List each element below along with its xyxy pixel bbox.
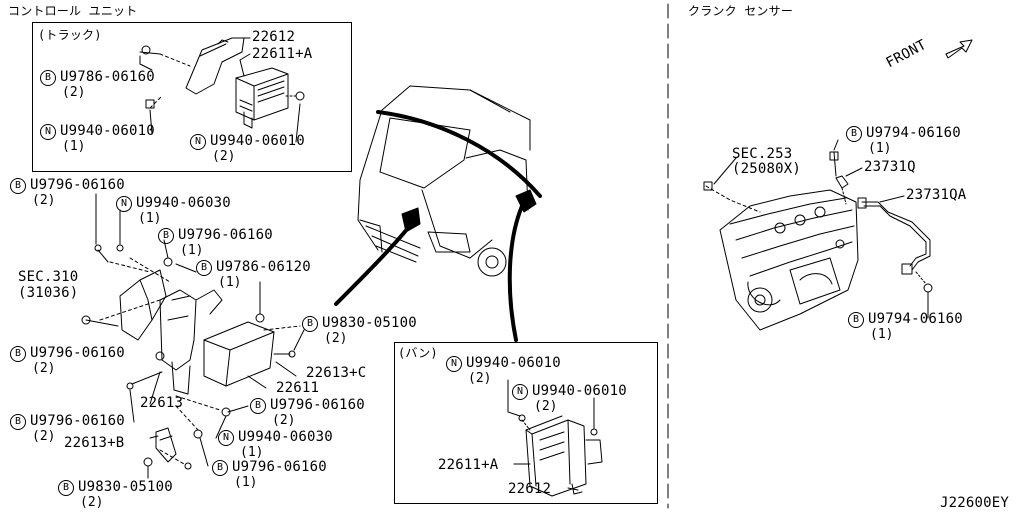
leader-curve-top: [376, 110, 542, 198]
qty-u9794-06160-b: (1): [870, 327, 894, 342]
nut-symbol: N: [218, 430, 234, 446]
part-u9940-06030-b: U9940-06030: [238, 429, 333, 445]
leader-curve-left: [334, 226, 410, 306]
bolt-symbol: B: [250, 398, 266, 414]
part-u9940-06030-a: U9940-06030: [136, 195, 231, 211]
diagram-id: J22600EY: [940, 495, 1010, 511]
bolt-symbol: B: [10, 414, 26, 430]
part-u9786-06120: U9786-06120: [216, 259, 311, 275]
part-22611a-truck: 22611+A: [252, 46, 313, 62]
subsection-truck: (トラック): [38, 28, 102, 42]
part-u9796-06160-a: U9796-06160: [30, 177, 125, 193]
nut-symbol: N: [512, 384, 528, 400]
part-22613b: 22613+B: [64, 435, 125, 451]
qty-u9796-06160-e: (2): [32, 429, 56, 444]
part-u9940-06010-van-b: U9940-06010: [532, 383, 627, 399]
bolt-symbol: B: [848, 312, 864, 328]
part-sec310-sub: (31036): [18, 285, 79, 301]
nut-symbol: N: [446, 356, 462, 372]
qty-u9940-06010-truck-a: (1): [62, 139, 86, 154]
qty-u9796-06160-b: (1): [180, 243, 204, 258]
part-sec253: SEC.253: [732, 146, 793, 162]
part-u9796-06160-b: U9796-06160: [178, 227, 273, 243]
qty-u9830-05100-a: (2): [324, 331, 348, 346]
nut-symbol: N: [40, 124, 56, 140]
front-arrow: [945, 39, 973, 59]
part-u9830-05100-a: U9830-05100: [322, 315, 417, 331]
part-u9830-05100-b: U9830-05100: [78, 479, 173, 495]
nut-symbol: N: [116, 196, 132, 212]
subsection-van: (バン): [398, 346, 438, 360]
qty-u9796-06160-f: (1): [234, 475, 258, 490]
bolt-symbol: B: [158, 228, 174, 244]
part-22613: 22613: [140, 395, 184, 411]
truck-control-unit-drawing: [139, 37, 305, 129]
bolt-symbol: B: [302, 316, 318, 332]
part-u9940-06010-truck-b: U9940-06010: [210, 133, 305, 149]
qty-u9794-06160-a: (1): [868, 141, 892, 156]
part-22613c: 22613+C: [306, 365, 367, 381]
section-title-control-unit: コントロール ユニット: [8, 4, 138, 18]
bolt-symbol: B: [212, 460, 228, 476]
engine-drawing: [703, 151, 933, 331]
bolt-symbol: B: [846, 126, 862, 142]
part-u9786-06160: U9786-06160: [60, 69, 155, 85]
part-u9794-06160-b: U9794-06160: [868, 311, 963, 327]
part-22611a-van: 22611+A: [438, 457, 499, 473]
part-u9940-06010-van-a: U9940-06010: [466, 355, 561, 371]
part-22612-truck: 22612: [252, 29, 296, 45]
qty-u9796-06160-c: (2): [32, 361, 56, 376]
qty-u9796-06160-a: (2): [32, 193, 56, 208]
part-23731qa: 23731QA: [906, 187, 967, 203]
qty-u9940-06010-truck-b: (2): [212, 149, 236, 164]
qty-u9940-06030-a: (1): [138, 211, 162, 226]
leader-curve-right: [507, 204, 524, 342]
part-u9796-06160-e: U9796-06160: [30, 413, 125, 429]
qty-u9830-05100-b: (2): [80, 495, 104, 510]
part-22611: 22611: [276, 380, 320, 396]
qty-u9786-06160: (2): [62, 85, 86, 100]
part-u9796-06160-c: U9796-06160: [30, 345, 125, 361]
qty-u9940-06010-van-b: (2): [534, 399, 558, 414]
bolt-symbol: B: [10, 178, 26, 194]
part-sec310: SEC.310: [18, 269, 79, 285]
part-u9796-06160-d: U9796-06160: [270, 397, 365, 413]
bolt-symbol: B: [58, 480, 74, 496]
qty-u9940-06010-van-a: (2): [468, 371, 492, 386]
part-23731q: 23731Q: [864, 159, 916, 175]
van-section-frame: [394, 342, 658, 504]
section-title-crank-sensor: クランク センサー: [688, 4, 794, 18]
qty-u9940-06030-b: (1): [240, 445, 264, 460]
bolt-symbol: B: [40, 70, 56, 86]
van-control-unit-drawing: [518, 414, 603, 497]
leader-lines: [95, 37, 929, 491]
qty-u9786-06120: (1): [218, 275, 242, 290]
part-22612-van: 22612: [508, 481, 552, 497]
part-sec253-sub: (25080X): [732, 161, 802, 177]
nut-symbol: N: [190, 134, 206, 150]
part-u9794-06160-a: U9794-06160: [866, 125, 961, 141]
truck-section-frame: [32, 22, 352, 172]
bolt-symbol: B: [10, 346, 26, 362]
part-u9796-06160-f: U9796-06160: [232, 459, 327, 475]
qty-u9796-06160-d: (2): [272, 413, 296, 428]
bolt-symbol: B: [196, 260, 212, 276]
part-u9940-06010-truck-a: U9940-06010: [60, 123, 155, 139]
